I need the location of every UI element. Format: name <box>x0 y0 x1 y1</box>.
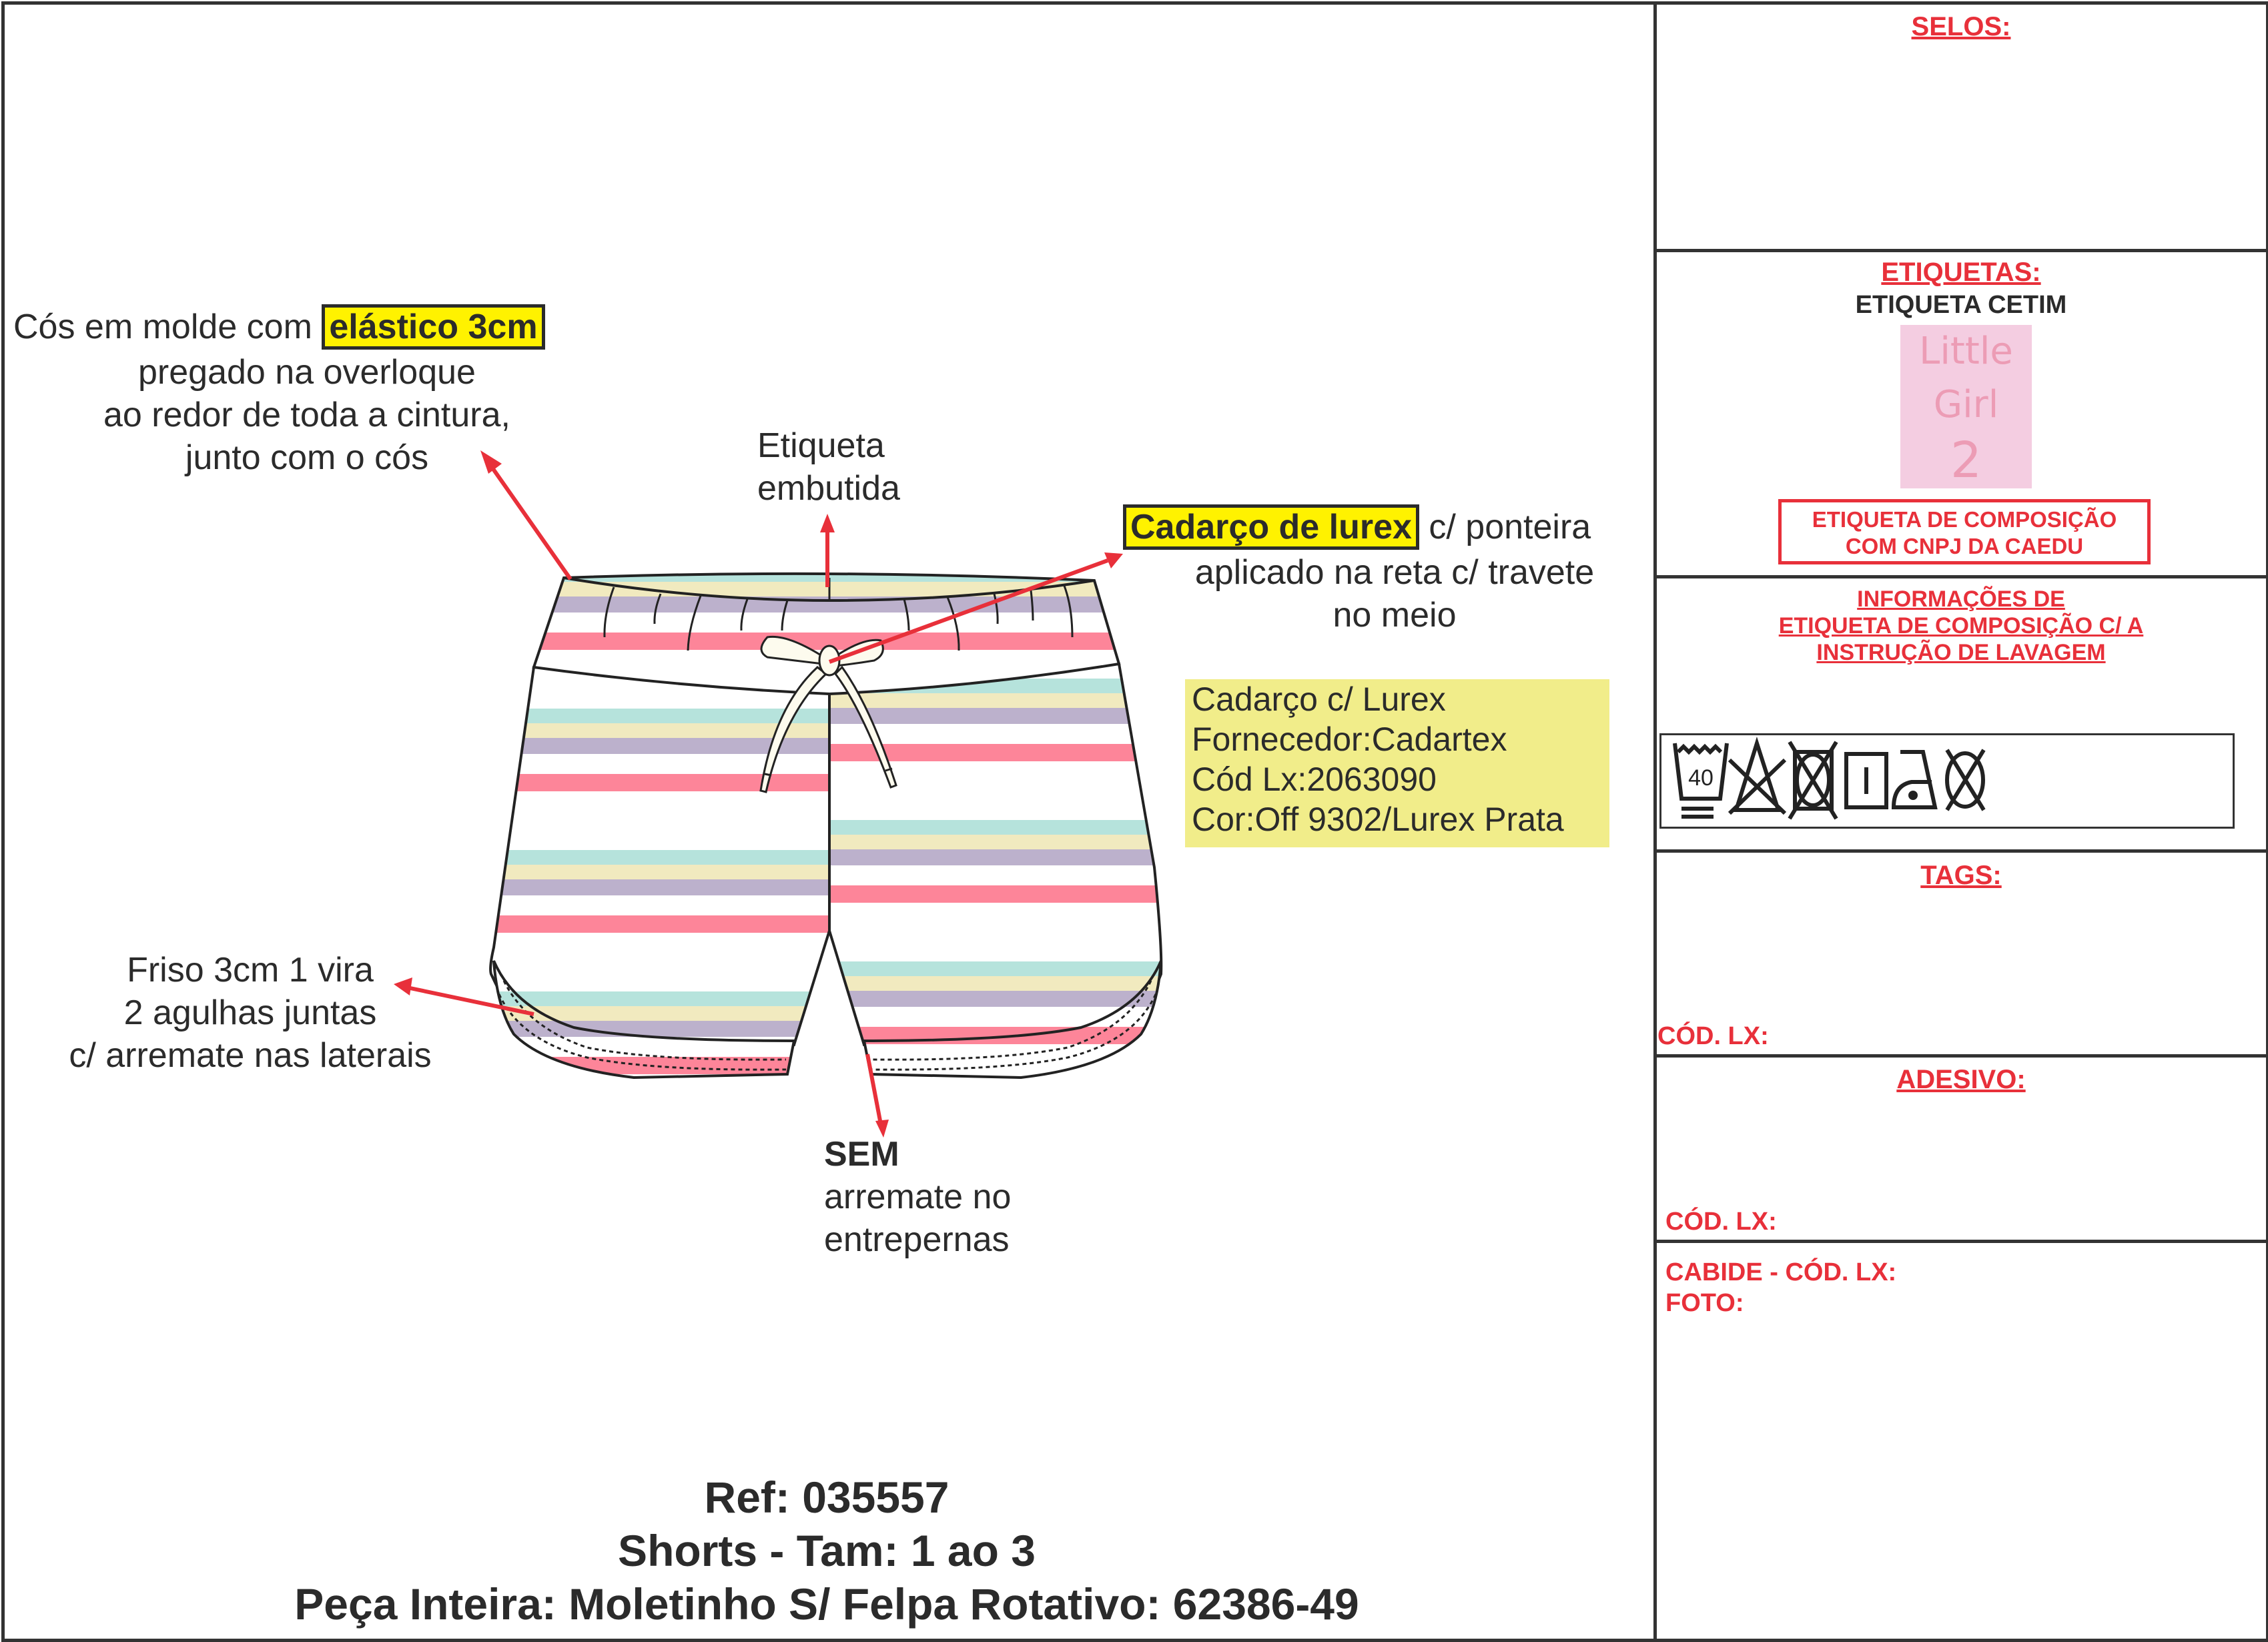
elastic-gathers <box>603 585 1074 651</box>
drawstring-note: Cadarço de lurex c/ ponteira <box>1123 504 1591 550</box>
composition-line-2: COM CNPJ DA CAEDU <box>1845 534 2084 558</box>
supplier-line-2: Fornecedor:Cadartex <box>1192 721 1507 758</box>
crotch-line-2: entrepernas <box>824 1220 1010 1259</box>
crotch-bold: SEM <box>824 1135 899 1174</box>
supplier-line-4: Cor:Off 9302/Lurex Prata <box>1192 801 1564 838</box>
info-title-line-1: INFORMAÇÕES DE <box>1857 586 2065 612</box>
reference-number: Ref: 035557 <box>704 1473 950 1522</box>
waistband-line-2: ao redor de toda a cintura, <box>103 396 510 434</box>
waistband-line-1: pregado na overloque <box>138 353 476 392</box>
label-line-2: embutida <box>757 469 900 508</box>
drawstring-line-1: aplicado na reta c/ travete <box>1194 553 1595 592</box>
drawstring-line-2: no meio <box>1333 596 1457 635</box>
info-title: INFORMAÇÕES DE ETIQUETA DE COMPOSIÇÃO C/… <box>1657 586 2265 666</box>
iron-low-icon <box>1891 750 1938 809</box>
crotch-line-1: arremate no <box>824 1178 1012 1216</box>
do-not-dry-clean-icon <box>1945 749 1986 811</box>
hem-line-2: 2 agulhas juntas <box>123 993 377 1032</box>
label-line-1: Etiqueta <box>757 426 885 465</box>
etiquetas-title: ETIQUETAS: <box>1881 258 2041 287</box>
supplier-info-box: Cadarço c/ Lurex Fornecedor:Cadartex Cód… <box>1185 679 1609 847</box>
elastic-highlight: elástico 3cm <box>322 304 545 350</box>
waistband-line-3: junto com o cós <box>185 438 429 477</box>
care-symbols-box: 40 <box>1659 733 2235 829</box>
divider-tags <box>1655 1054 2267 1058</box>
hem-line-1: Friso 3cm 1 vira <box>127 951 374 989</box>
info-title-line-3: INSTRUÇÃO DE LAVAGEM <box>1816 640 2106 665</box>
left-hem-band <box>492 960 796 1080</box>
adesivo-title: ADESIVO: <box>1896 1065 2026 1094</box>
waistband-note-lines: pregado na overloque ao redor de toda a … <box>40 351 574 479</box>
tags-code-label: CÓD. LX: <box>1657 1022 1769 1050</box>
info-title-line-2: ETIQUETA DE COMPOSIÇÃO C/ A <box>1778 613 2144 639</box>
foto-label: FOTO: <box>1665 1289 1744 1317</box>
satin-label-artwork: Little Girl 2 <box>1900 325 2032 489</box>
product-size: Shorts - Tam: 1 ao 3 <box>618 1526 1036 1575</box>
waistband-note-prefix: Cós em molde com <box>13 308 312 346</box>
hem-line-3: c/ arremate nas laterais <box>69 1036 432 1075</box>
svg-text:40: 40 <box>1688 765 1714 791</box>
hem-note: Friso 3cm 1 vira 2 agulhas juntas c/ arr… <box>27 949 474 1077</box>
wash-40-gentle-icon: 40 <box>1673 743 1729 819</box>
annotation-arrows <box>394 450 1123 1138</box>
divider-info <box>1655 849 2267 853</box>
do-not-bleach-icon <box>1728 737 1787 815</box>
fabric-info: Peça Inteira: Moletinho S/ Felpa Rotativ… <box>294 1579 1359 1629</box>
panel-divider <box>1653 1 1657 1639</box>
line-dry-icon <box>1844 752 1888 809</box>
supplier-line-1: Cadarço c/ Lurex <box>1192 681 1446 718</box>
label-art-line-2: Girl <box>1933 383 1999 426</box>
cabide-section: CABIDE - CÓD. LX: FOTO: <box>1665 1257 1896 1318</box>
adesivo-code-label: CÓD. LX: <box>1665 1208 1777 1236</box>
drawstring-suffix: c/ ponteira <box>1429 508 1591 546</box>
divider-selos <box>1655 249 2267 252</box>
tags-title: TAGS: <box>1920 861 2002 890</box>
selos-title: SELOS: <box>1911 12 2011 41</box>
right-hem-band <box>862 960 1162 1080</box>
divider-etiquetas <box>1655 575 2267 578</box>
crotch-note: SEM arremate no entrepernas <box>824 1133 1011 1261</box>
do-not-tumble-dry-icon <box>1788 741 1838 820</box>
cabide-code-label: CABIDE - CÓD. LX: <box>1665 1258 1897 1286</box>
drawstring-highlight: Cadarço de lurex <box>1123 504 1419 550</box>
etiqueta-cetim: ETIQUETA CETIM <box>1855 291 2067 319</box>
label-note: Etiqueta embutida <box>757 424 900 510</box>
composition-line-1: ETIQUETA DE COMPOSIÇÃO <box>1812 507 2117 532</box>
composition-label-box: ETIQUETA DE COMPOSIÇÃO COM CNPJ DA CAEDU <box>1778 499 2151 564</box>
drawstring-note-lines: aplicado na reta c/ travete no meio <box>1134 551 1655 637</box>
waistband-note: Cós em molde com elástico 3cm <box>13 304 545 350</box>
label-art-line-1: Little <box>1919 330 2013 373</box>
drawstring-bow <box>759 635 897 793</box>
label-art-size: 2 <box>1950 432 1982 489</box>
supplier-line-3: Cód Lx:2063090 <box>1192 761 1437 798</box>
divider-adesivo <box>1655 1240 2267 1243</box>
waistband <box>532 572 1121 696</box>
shorts-right-panel <box>828 662 1163 1047</box>
